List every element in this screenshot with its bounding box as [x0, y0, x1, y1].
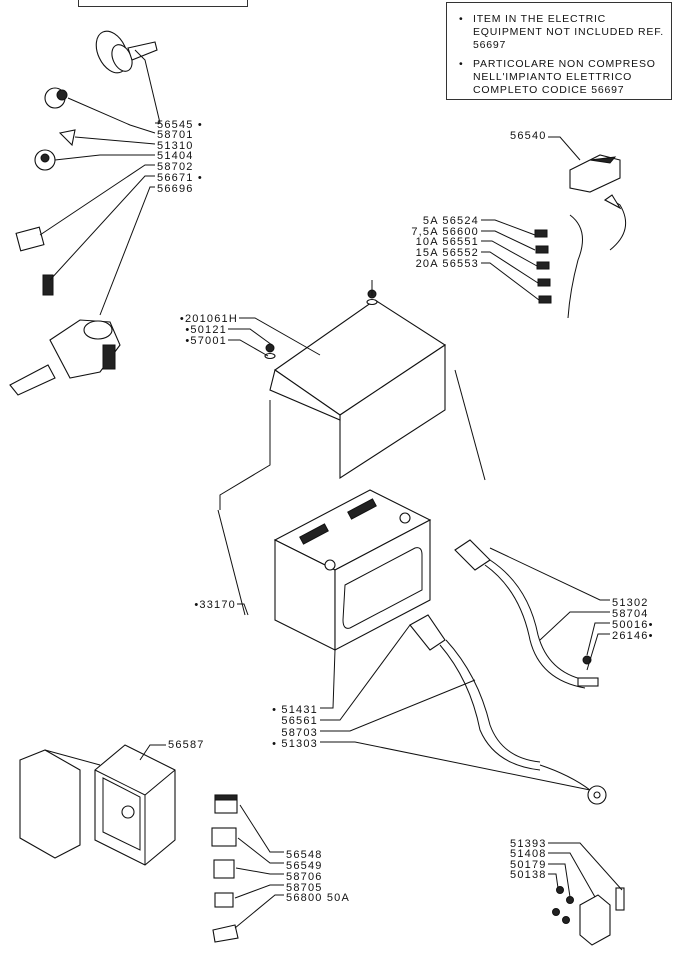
label-56548: 56548	[286, 849, 323, 861]
label-58701: 58701	[157, 129, 194, 141]
label-50179: 50179	[510, 859, 547, 871]
label-51303: • 51303	[272, 738, 318, 750]
label-56540: 56540	[510, 130, 547, 142]
horn-part	[95, 30, 158, 74]
label-58705: 58705	[286, 882, 323, 894]
junction-box-part	[19, 744, 176, 866]
top-frame	[78, 0, 248, 7]
parts-labels-top-left: 56545 • 58701 51310 51404 58702 56671 • …	[157, 119, 203, 195]
right-leaders	[320, 547, 610, 791]
label-58702: 58702	[157, 161, 194, 173]
label-50138: 50138	[510, 869, 547, 881]
legend-note-box: • ITEM IN THE ELECTRIC EQUIPMENT NOT INCL…	[446, 2, 672, 100]
label-fuse-7-5a: 7,5A 56600	[411, 226, 479, 238]
label-fuse-20a: 20A 56553	[416, 258, 479, 270]
ignition-connector-part	[9, 319, 121, 396]
label-201061h: •201061H	[180, 313, 238, 325]
switch-parts	[15, 87, 76, 296]
note-english: ITEM IN THE ELECTRIC EQUIPMENT NOT INCLU…	[473, 13, 664, 51]
label-56696: 56696	[157, 183, 194, 195]
leader-lines-top-left	[39, 49, 161, 316]
label-58703: 58703	[281, 727, 318, 739]
label-fuse-15a: 15A 56552	[416, 247, 479, 259]
fuse-labels: 5A 56524 7,5A 56600 10A 56551 15A 56552 …	[411, 215, 552, 304]
label-58706: 58706	[286, 871, 323, 883]
battery-cable-positive	[454, 539, 599, 689]
battery-cable-negative	[409, 614, 607, 805]
battery-part	[273, 489, 432, 651]
fuse-box-part	[548, 136, 627, 319]
bullet: •	[459, 58, 464, 70]
label-fuse-5a: 5A 56524	[423, 215, 479, 227]
label-50016: 50016•	[612, 619, 654, 631]
label-58704: 58704	[612, 608, 649, 620]
label-51431: • 51431	[272, 704, 318, 716]
label-56800: 56800 50A	[286, 892, 350, 904]
label-56671: 56671 •	[157, 172, 203, 184]
label-56587: 56587	[168, 739, 205, 751]
label-56545: 56545 •	[157, 119, 203, 131]
label-51393: 51393	[510, 838, 547, 850]
battery-cover-part	[217, 280, 486, 616]
label-51310: 51310	[157, 140, 194, 152]
note-italian: PARTICOLARE NON COMPRESO NELL'IMPIANTO E…	[473, 58, 656, 96]
bullet: •	[459, 13, 464, 25]
relay-parts	[211, 794, 284, 943]
label-51302: 51302	[612, 597, 649, 609]
label-33170: •33170	[194, 599, 236, 611]
label-56549: 56549	[286, 860, 323, 872]
label-51404: 51404	[157, 150, 194, 162]
cover-leaders	[228, 317, 321, 616]
label-57001: •57001	[185, 335, 227, 347]
label-50121: •50121	[185, 324, 227, 336]
label-fuse-10a: 10A 56551	[416, 236, 479, 248]
maxi-fuse-holder-part	[548, 842, 625, 946]
label-26146: 26146•	[612, 630, 654, 642]
label-56561: 56561	[281, 715, 318, 727]
label-51408: 51408	[510, 848, 547, 860]
